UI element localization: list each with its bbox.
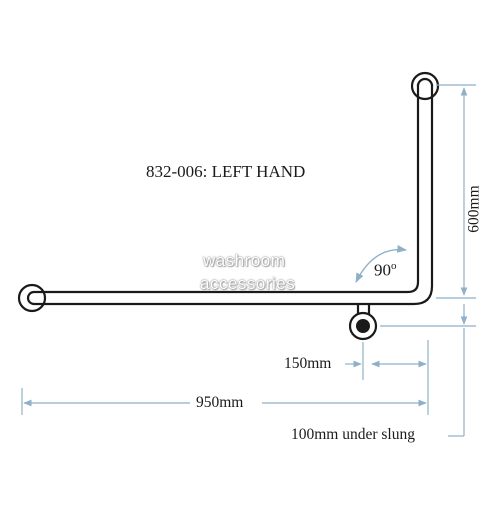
rail-outline: [34, 84, 434, 306]
support-flange: [348, 304, 378, 341]
angle-label: 90o: [374, 260, 397, 281]
watermark-line-2: accessories: [200, 274, 296, 293]
offset-dimension: [345, 340, 429, 415]
top-flange: [410, 71, 440, 101]
angle-arc: [355, 245, 407, 283]
height-label: 600mm: [465, 185, 483, 233]
left-flange-cap: [26, 290, 35, 306]
angle-value: 90: [374, 260, 391, 280]
rail-outer-edge: [34, 84, 420, 294]
length-dimension: [21, 388, 427, 415]
top-flange-ring: [410, 71, 440, 101]
top-flange-cap: [416, 77, 434, 87]
offset-label: 150mm: [284, 355, 332, 372]
length-label: 950mm: [196, 394, 244, 411]
support-flange-centre: [356, 319, 370, 333]
left-flange-ring: [17, 283, 47, 313]
diagram-title: 832-006: LEFT HAND: [146, 162, 306, 181]
angle-unit: o: [391, 260, 397, 272]
underslung-label: 100mm under slung: [291, 426, 415, 443]
height-dimension: [436, 84, 476, 299]
underslung-dimension: [380, 304, 476, 437]
rail-inner-edge: [34, 84, 434, 306]
left-flange: [17, 283, 47, 313]
watermark-line-1: washroom: [203, 251, 286, 270]
